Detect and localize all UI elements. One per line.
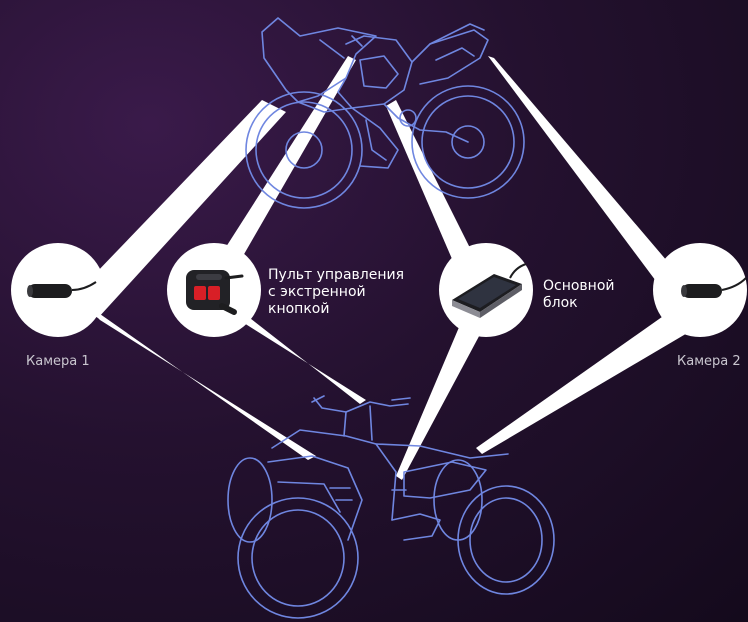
camera1-bullet-camera-icon	[27, 281, 97, 298]
beam-moto-camera2	[488, 56, 702, 316]
remote-badge	[167, 243, 261, 337]
beam-camera2-atv	[476, 300, 706, 454]
camera2-badge	[653, 243, 747, 337]
beam-remote-atv	[214, 290, 366, 404]
camera1-label: Камера 1	[26, 354, 90, 369]
camera2-bullet-camera-icon	[681, 277, 747, 298]
main-recorder-unit-icon	[452, 263, 527, 318]
motorcycle-outline-icon	[245, 17, 525, 209]
beam-camera1-atv	[80, 300, 316, 460]
remote-control-emergency-button-icon	[186, 270, 244, 315]
main-unit-label: Основной блок	[543, 278, 615, 311]
beam-moto-camera1	[70, 100, 286, 318]
connector-beams	[70, 56, 706, 480]
atv-quad-bike-outline-icon	[227, 395, 555, 619]
beam-moto-remote	[210, 56, 356, 282]
remote-label: Пульт управления с экстренной кнопкой	[268, 267, 405, 317]
beam-mainunit-atv	[396, 306, 492, 480]
beam-moto-mainunit	[386, 100, 488, 296]
camera1-badge	[11, 243, 105, 337]
main-unit-badge	[439, 243, 533, 337]
camera2-label: Камера 2	[677, 354, 741, 369]
